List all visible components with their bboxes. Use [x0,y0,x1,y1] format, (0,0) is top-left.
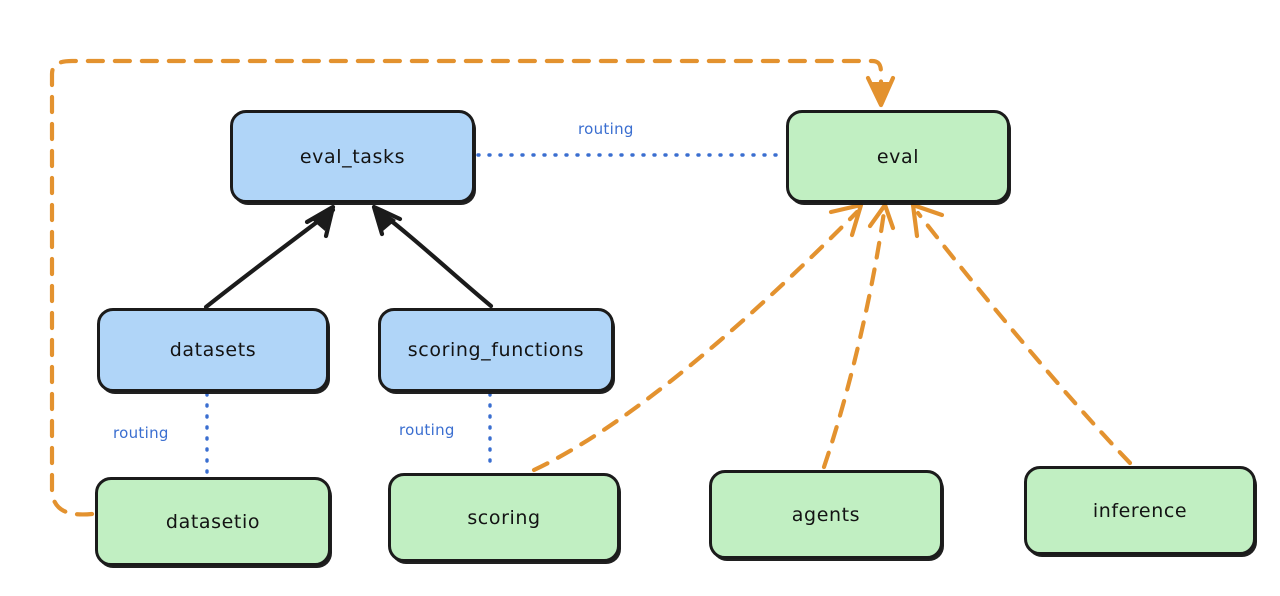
edge-label-routing-scoring: routing [399,421,455,439]
node-label-scoring-functions: scoring_functions [407,339,585,361]
node-datasetio[interactable]: datasetio [95,477,331,566]
node-label-agents: agents [791,503,861,526]
node-label-scoring: scoring [467,506,541,529]
node-eval[interactable]: eval [786,110,1010,203]
node-eval-tasks[interactable]: eval_tasks [230,110,475,203]
node-inference[interactable]: inference [1024,466,1256,555]
node-scoring[interactable]: scoring [388,473,620,562]
node-label-eval-tasks: eval_tasks [299,145,406,168]
edge-scoring-functions-to-eval-tasks [371,204,494,309]
edge-datasets-to-eval-tasks [203,204,336,310]
edge-inference-to-eval-dependency [910,202,1133,466]
node-label-eval: eval [876,145,920,168]
edge-agents-to-eval-dependency [821,202,896,470]
edge-label-routing-datasetio: routing [113,424,169,442]
node-agents[interactable]: agents [709,470,943,559]
node-datasets[interactable]: datasets [97,308,329,392]
node-label-inference: inference [1092,499,1188,522]
edge-label-routing-eval: routing [578,120,634,138]
node-scoring-functions[interactable]: scoring_functions [378,308,614,392]
node-label-datasetio: datasetio [165,510,261,533]
node-label-datasets: datasets [169,339,257,361]
